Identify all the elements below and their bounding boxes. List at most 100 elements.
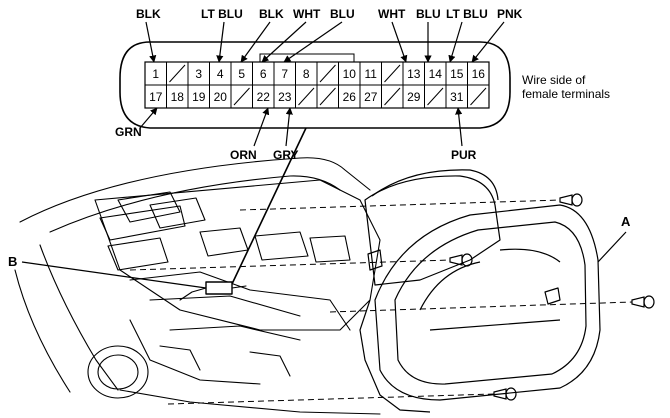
pin-26: 26 (343, 90, 357, 104)
leader-ltblu-15 (448, 21, 463, 63)
empty-pin-slash (233, 87, 250, 106)
wire-label-ltblu-15: LT BLU (446, 7, 488, 21)
empty-pin-slash (319, 64, 336, 83)
pin-15: 15 (450, 67, 464, 81)
pin-29: 29 (407, 90, 421, 104)
pin-13: 13 (407, 67, 421, 81)
pin-22: 22 (257, 90, 271, 104)
empty-pin-slash (427, 87, 444, 106)
pin-18: 18 (171, 90, 185, 104)
wire-label-blu-7: BLU (330, 7, 355, 21)
pin-19: 19 (192, 90, 206, 104)
pin-1: 1 (152, 67, 159, 81)
align-line-bottom (167, 393, 495, 405)
leader-grn-17 (139, 107, 158, 129)
callout-b-label: B (8, 254, 17, 269)
connector-housing (119, 41, 511, 129)
recess-cavity-mid (117, 191, 206, 229)
dashboard-drawing (14, 157, 381, 415)
alignment-lines (129, 199, 633, 405)
pin-31: 31 (450, 90, 464, 104)
pin-4: 4 (217, 67, 224, 81)
dash-outer-panel (14, 157, 371, 393)
pin-27: 27 (364, 90, 378, 104)
leader-blu-7 (283, 21, 343, 63)
align-line-mid (129, 259, 451, 271)
wire-label-blk-5: BLK (259, 7, 284, 21)
empty-pin-slash (384, 64, 401, 83)
wire-label-wht-6: WHT (293, 7, 321, 21)
wire-label-pur-31: PUR (451, 148, 477, 162)
gauge-mount-tabs (367, 249, 561, 305)
gauge-cover-lens (394, 221, 587, 385)
leader-orn-22 (253, 107, 270, 147)
empty-pin-slash (319, 87, 336, 106)
leader-pnk-16 (471, 21, 505, 63)
dash-round-vent-outer (87, 345, 149, 399)
dash-inner-lip (49, 175, 341, 233)
screw-icon (559, 193, 583, 207)
rear-housing (364, 175, 501, 286)
pin-11: 11 (365, 67, 378, 81)
leader-pur-31 (455, 107, 463, 147)
pin-3: 3 (195, 67, 202, 81)
pin-20: 20 (214, 90, 228, 104)
connector-lock-tab (259, 53, 355, 63)
connector-note-line1: Wire side of (522, 73, 586, 87)
leader-blk-5 (240, 21, 271, 63)
callout-b-leader (21, 261, 207, 289)
wire-leader-lines (139, 21, 505, 147)
harness-wires (179, 285, 247, 301)
pin-5: 5 (238, 67, 245, 81)
leader-wht-6 (261, 21, 307, 63)
empty-pin-slash (384, 87, 401, 106)
leader-wht-13 (391, 21, 408, 63)
align-line-top (239, 199, 561, 211)
empty-pin-slash (298, 87, 315, 106)
leader-blk-1 (145, 21, 157, 63)
empty-pin-slash (470, 87, 487, 106)
callout-a-leader (597, 231, 627, 263)
callout-a-label: A (621, 214, 631, 229)
gauge-cover (374, 204, 601, 401)
leader-gry-23 (285, 107, 293, 147)
wire-label-blu-14: BLU (416, 7, 441, 21)
gauge-faces (419, 248, 561, 331)
connector-note-line2: female terminals (522, 87, 610, 101)
dash-bracket-lines (129, 319, 291, 385)
recess-openings (199, 227, 351, 263)
dash-round-vent-inner (97, 354, 139, 390)
wire-label-wht-13: WHT (378, 7, 406, 21)
screw-icon (493, 387, 517, 401)
pin-6: 6 (260, 67, 267, 81)
pin-10: 10 (343, 67, 357, 81)
empty-pin-slash (169, 64, 186, 83)
gauge-assembly (359, 169, 601, 413)
wire-label-ltblu-4: LT BLU (201, 7, 243, 21)
gauge-recess (94, 179, 381, 331)
pin-23: 23 (278, 90, 292, 104)
pin-8: 8 (303, 67, 310, 81)
align-line-right (329, 301, 633, 313)
pin-14: 14 (429, 67, 443, 81)
pin-7: 7 (281, 67, 288, 81)
pin-16: 16 (472, 67, 486, 81)
mounting-screws (449, 193, 655, 401)
wire-label-pnk-16: PNK (497, 7, 523, 21)
screw-icon (449, 253, 473, 267)
screw-icon (631, 295, 655, 309)
wire-label-grn-17: GRN (115, 125, 142, 139)
harness-connector (205, 281, 233, 295)
connector-location-lead (231, 127, 307, 285)
connector-face (119, 41, 511, 129)
recess-cavity-left (99, 205, 186, 271)
rear-housing-top (371, 169, 499, 201)
wire-label-orn-22: ORN (230, 148, 257, 162)
wire-label-blk-1: BLK (136, 7, 161, 21)
gauge-side-panel (359, 299, 431, 413)
pin-17: 17 (149, 90, 163, 104)
recess-floor (129, 271, 351, 341)
